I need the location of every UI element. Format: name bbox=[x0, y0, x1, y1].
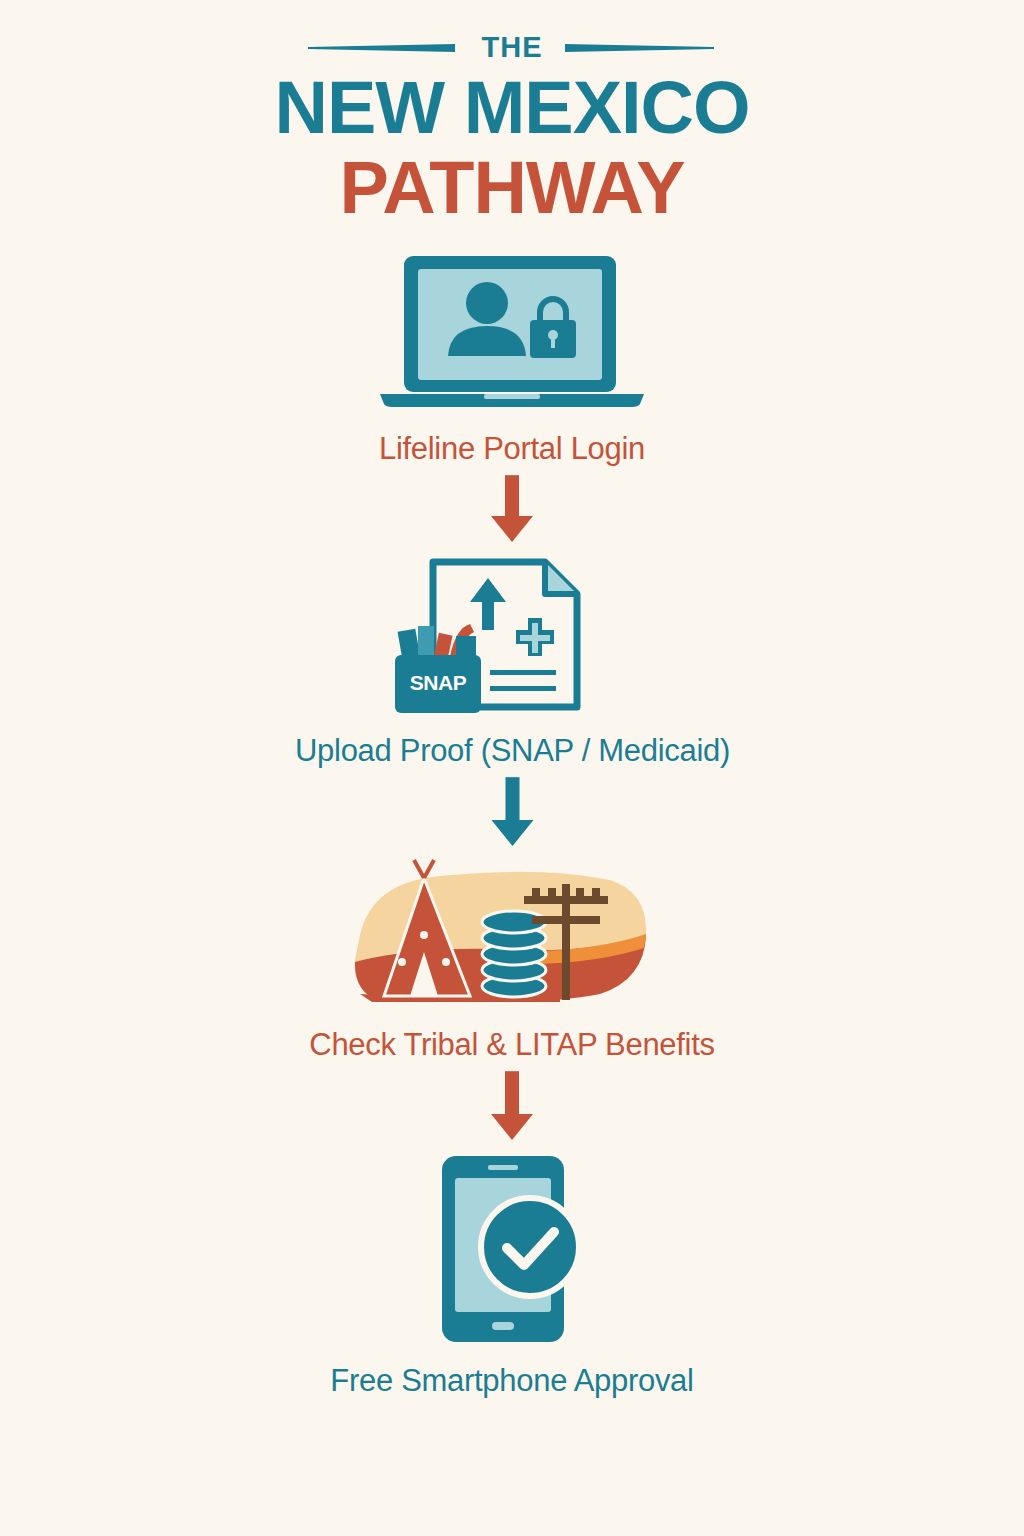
step-label: Upload Proof (SNAP / Medicaid) bbox=[283, 732, 742, 769]
diagram-title: NEW MEXICO PATHWAY bbox=[232, 68, 792, 228]
snap-card-label: SNAP bbox=[395, 670, 481, 695]
laptop-icon bbox=[380, 256, 644, 407]
arrow-head bbox=[492, 820, 534, 846]
tribal-landscape-icon bbox=[355, 860, 646, 1002]
pathway-step: Check Tribal & LITAP Benefits bbox=[297, 856, 727, 1063]
arrow-shaft bbox=[505, 475, 519, 517]
flow-arrow bbox=[492, 777, 534, 846]
flow-arrow bbox=[491, 475, 533, 542]
arrow-head bbox=[491, 516, 533, 542]
title-rule bbox=[308, 44, 455, 52]
pathway-step: Lifeline Portal Login bbox=[362, 250, 662, 467]
pathway-step: Upload Proof (SNAP / Medicaid) bbox=[283, 552, 742, 769]
arrow-head bbox=[491, 1114, 533, 1140]
title-rule bbox=[565, 44, 714, 52]
title-kicker: THE bbox=[412, 30, 612, 65]
smartphone-check-icon bbox=[442, 1156, 579, 1342]
arrow-shaft bbox=[506, 777, 520, 821]
arrow-shaft bbox=[505, 1071, 519, 1115]
flow-arrow bbox=[491, 1071, 533, 1140]
upload-document-icon bbox=[395, 562, 577, 713]
step-label: Check Tribal & LITAP Benefits bbox=[297, 1026, 727, 1063]
pathway-step: Free Smartphone Approval bbox=[318, 1150, 706, 1399]
step-label: Free Smartphone Approval bbox=[318, 1362, 706, 1399]
step-label: Lifeline Portal Login bbox=[362, 430, 662, 467]
